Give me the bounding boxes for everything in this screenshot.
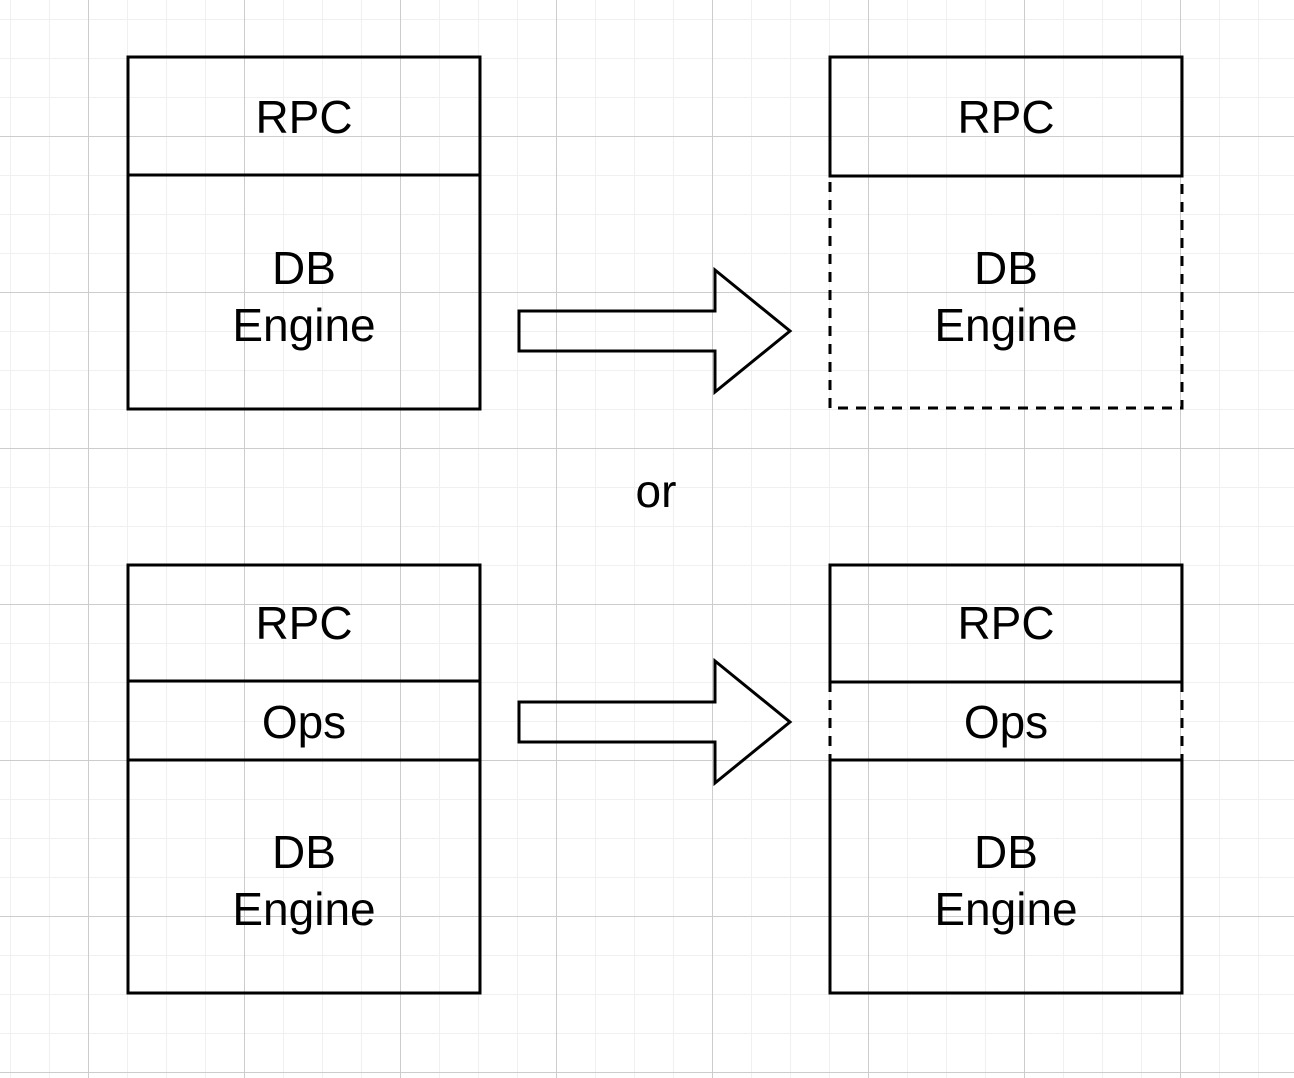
section-label-ops: Ops (262, 696, 346, 748)
separator-label: or (636, 465, 677, 517)
section-label-db-engine-line2: Engine (934, 883, 1077, 935)
node-outline (126, 563, 482, 995)
right-arrow-icon (517, 266, 793, 396)
rpc-section-outline (828, 55, 1184, 178)
section-label-db-engine-line1: DB (974, 242, 1038, 294)
section-label-db-engine-line1: DB (272, 242, 336, 294)
section-label-rpc: RPC (957, 597, 1054, 649)
block-arrow-v2[interactable] (517, 657, 793, 787)
section-label-rpc: RPC (255, 597, 352, 649)
node-v1-after[interactable]: RPC DB Engine (828, 55, 1184, 410)
section-label-db-engine-line2: Engine (934, 299, 1077, 351)
rpc-section-outline (828, 563, 1184, 684)
section-label-db-engine-line1: DB (272, 826, 336, 878)
db-section-outline (828, 758, 1184, 995)
node-v2-before[interactable]: RPC Ops DB Engine (126, 563, 482, 995)
node-outline (126, 55, 482, 411)
node-v2-after[interactable]: RPC Ops DB Engine (828, 563, 1184, 995)
section-label-db-engine-line2: Engine (232, 883, 375, 935)
section-label-rpc: RPC (255, 91, 352, 143)
section-label-ops: Ops (964, 696, 1048, 748)
right-arrow-icon (517, 657, 793, 787)
section-label-rpc: RPC (957, 91, 1054, 143)
node-v1-before[interactable]: RPC DB Engine (126, 55, 482, 411)
block-arrow-v1[interactable] (517, 266, 793, 396)
section-label-db-engine-line2: Engine (232, 299, 375, 351)
section-label-db-engine-line1: DB (974, 826, 1038, 878)
dashed-section-outline (828, 174, 1184, 410)
